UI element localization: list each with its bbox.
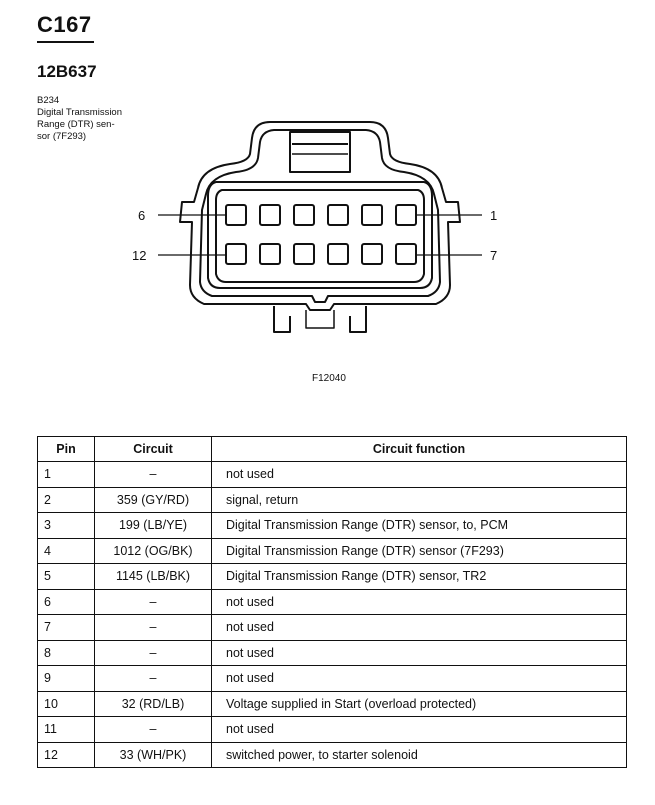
header-circuit-function: Circuit function xyxy=(211,436,627,462)
pin-cell: 10 xyxy=(37,690,95,717)
table-row: 11 – not used xyxy=(37,716,627,743)
table-row: 6 – not used xyxy=(37,588,627,615)
circuit-cell: 32 (RD/LB) xyxy=(94,690,212,717)
function-cell: not used xyxy=(211,665,627,692)
pin-cavity-10 xyxy=(293,243,315,265)
header-circuit: Circuit xyxy=(94,436,212,462)
pin-cell: 1 xyxy=(37,461,95,488)
pin-cell: 12 xyxy=(37,741,95,768)
pin-cavity-12 xyxy=(225,243,247,265)
table-row: 12 33 (WH/PK) switched power, to starter… xyxy=(37,741,627,768)
table-header-row: Pin Circuit Circuit function xyxy=(37,436,627,462)
table-row: 4 1012 (OG/BK) Digital Transmission Rang… xyxy=(37,537,627,564)
function-cell: not used xyxy=(211,716,627,743)
housing-middle xyxy=(199,129,441,303)
description-line: Range (DTR) sen- xyxy=(37,119,115,130)
figure-id: F12040 xyxy=(312,373,346,384)
pin-cavity-1 xyxy=(395,204,417,226)
table-row: 1 – not used xyxy=(37,461,627,488)
connector-title: C167 xyxy=(37,12,92,37)
mounting-foot-right xyxy=(349,306,367,333)
locking-latch xyxy=(289,131,351,173)
mounting-foot-left xyxy=(273,306,291,333)
pin-cell: 11 xyxy=(37,716,95,743)
pin-cavity-4 xyxy=(293,204,315,226)
function-cell: signal, return xyxy=(211,486,627,513)
pin-cell: 7 xyxy=(37,614,95,641)
pin-cavity-7 xyxy=(395,243,417,265)
circuit-cell: 359 (GY/RD) xyxy=(94,486,212,513)
pin-cell: 5 xyxy=(37,563,95,590)
housing-inner xyxy=(207,181,433,289)
pin-label-12: 12 xyxy=(132,248,146,263)
table-row: 8 – not used xyxy=(37,639,627,666)
function-cell: Digital Transmission Range (DTR) sensor … xyxy=(211,537,627,564)
circuit-cell: – xyxy=(94,461,212,488)
description-line: B234 xyxy=(37,95,60,106)
pinout-table: Pin Circuit Circuit function 1 – not use… xyxy=(37,436,627,768)
part-number: 12B637 xyxy=(37,62,97,81)
function-cell: switched power, to starter solenoid xyxy=(211,741,627,768)
pin-cavity-5 xyxy=(259,204,281,226)
pin-label-7: 7 xyxy=(490,248,497,263)
table-row: 5 1145 (LB/BK) Digital Transmission Rang… xyxy=(37,563,627,590)
circuit-cell: – xyxy=(94,614,212,641)
pin-label-6: 6 xyxy=(138,208,145,223)
function-cell: Digital Transmission Range (DTR) sensor,… xyxy=(211,512,627,539)
function-cell: not used xyxy=(211,588,627,615)
pin-cavity-3 xyxy=(327,204,349,226)
pin-cavity-6 xyxy=(225,204,247,226)
description-line: sor (7F293) xyxy=(37,131,87,142)
pin-cell: 2 xyxy=(37,486,95,513)
component-description: B234 Digital Transmission Range (DTR) se… xyxy=(37,95,122,143)
function-cell: Digital Transmission Range (DTR) sensor,… xyxy=(211,563,627,590)
circuit-cell: – xyxy=(94,588,212,615)
pin-cell: 8 xyxy=(37,639,95,666)
center-notch xyxy=(305,310,335,329)
description-line: Digital Transmission xyxy=(37,107,122,118)
housing-innermost xyxy=(215,189,425,283)
connector-face-diagram: 6 1 12 7 xyxy=(132,121,497,333)
pin-cell: 4 xyxy=(37,537,95,564)
table-row: 3 199 (LB/YE) Digital Transmission Range… xyxy=(37,512,627,539)
function-cell: not used xyxy=(211,461,627,488)
header-pin: Pin xyxy=(37,436,95,462)
pin-cavity-2 xyxy=(361,204,383,226)
housing-outer xyxy=(179,121,461,311)
circuit-cell: 33 (WH/PK) xyxy=(94,741,212,768)
circuit-cell: – xyxy=(94,665,212,692)
function-cell: not used xyxy=(211,639,627,666)
pin-cell: 3 xyxy=(37,512,95,539)
circuit-cell: – xyxy=(94,716,212,743)
circuit-cell: 199 (LB/YE) xyxy=(94,512,212,539)
circuit-cell: 1145 (LB/BK) xyxy=(94,563,212,590)
table-row: 9 – not used xyxy=(37,665,627,692)
pin-cavity-8 xyxy=(361,243,383,265)
pin-cavity-11 xyxy=(259,243,281,265)
table-row: 10 32 (RD/LB) Voltage supplied in Start … xyxy=(37,690,627,717)
table-row: 2 359 (GY/RD) signal, return xyxy=(37,486,627,513)
circuit-cell: 1012 (OG/BK) xyxy=(94,537,212,564)
pin-cell: 9 xyxy=(37,665,95,692)
function-cell: not used xyxy=(211,614,627,641)
function-cell: Voltage supplied in Start (overload prot… xyxy=(211,690,627,717)
pin-cavity-9 xyxy=(327,243,349,265)
title-underline xyxy=(37,41,94,43)
table-row: 7 – not used xyxy=(37,614,627,641)
circuit-cell: – xyxy=(94,639,212,666)
pin-cell: 6 xyxy=(37,588,95,615)
pin-label-1: 1 xyxy=(490,208,497,223)
